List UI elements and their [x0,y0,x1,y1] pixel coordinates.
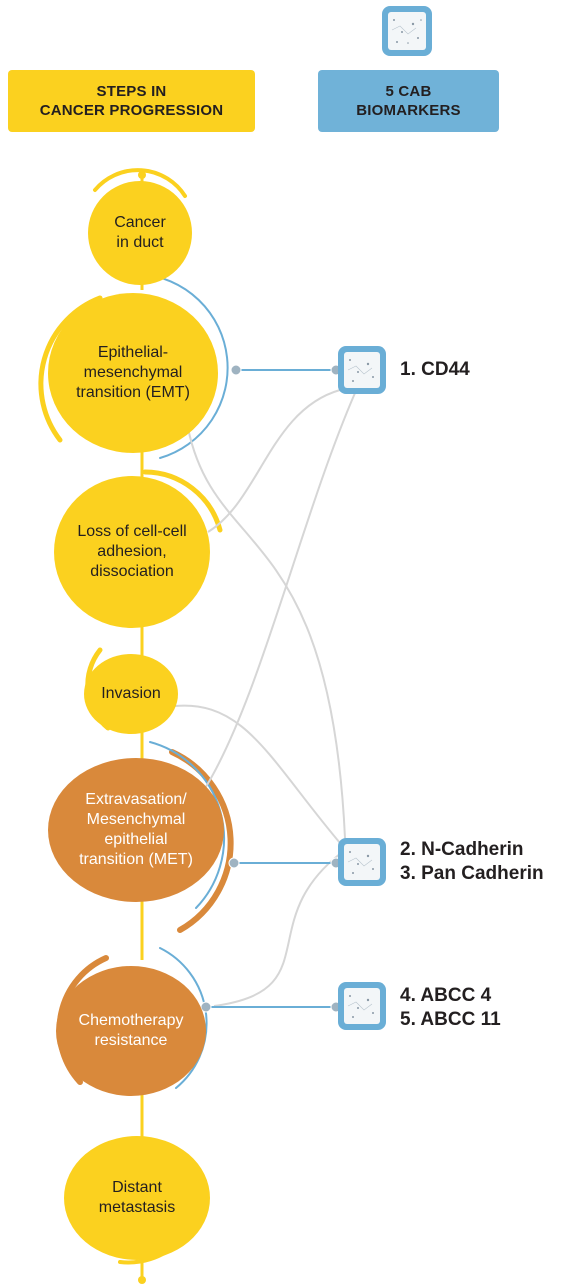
step-arcs [38,168,234,1265]
step-invasion: Invasion [84,654,178,734]
step-emt: Epithelial- mesenchymal transition (EMT) [48,293,218,453]
biomarker-tile-abcc [338,982,386,1030]
arc-met-orange [169,749,234,933]
biomarker-label-pan-cadherin: 3. Pan Cadherin [400,863,544,884]
steps-header: STEPS IN CANCER PROGRESSION [8,70,255,132]
blue-connectors [206,369,336,1008]
biomarker-label-n-cadherin: 2. N-Cadherin [400,839,524,860]
arc-cancer-in-duct [93,168,187,198]
cell-image-icon [344,988,380,1024]
biomarker-tile-cadherin [338,838,386,886]
biomarkers-header: 5 CAB BIOMARKERS [318,70,499,132]
biomarker-label-abcc4: 4. ABCC 4 [400,985,492,1006]
biomarker-tile-cd44 [338,346,386,394]
cell-image-icon [344,352,380,388]
cell-image-icon [344,844,380,880]
arc-emt-blue [139,273,229,459]
biomarker-label-cd44: 1. CD44 [400,359,470,380]
step-chemo-resistance: Chemotherapy resistance [56,966,206,1096]
connector-knobs [200,364,342,1013]
biomarker-header-icon [382,6,432,56]
step-cancer-in-duct: Cancer in duct [88,181,192,285]
grey-connectors [174,389,356,1007]
step-distant-metastasis: Distant metastasis [64,1136,210,1260]
step-extravasation-met: Extravasation/ Mesenchymal epithelial tr… [48,758,224,902]
spine-dots [138,171,146,1284]
arc-loss-adhesion [142,469,223,533]
biomarker-label-abcc11: 5. ABCC 11 [400,1009,501,1030]
arc-chemo-blue [159,947,208,1089]
cell-image-icon [388,12,426,50]
step-loss-adhesion: Loss of cell-cell adhesion, dissociation [54,476,210,628]
arc-emt-outer [38,295,103,443]
